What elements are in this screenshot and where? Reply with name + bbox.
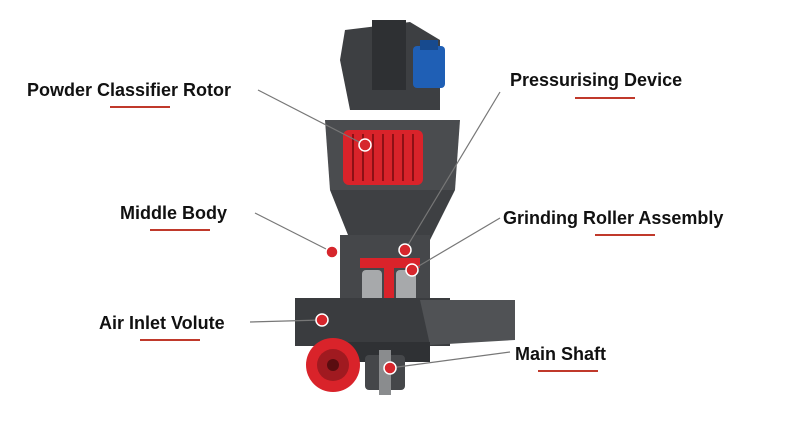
underline-powder-classifier-rotor — [110, 106, 170, 108]
label-main-shaft: Main Shaft — [515, 344, 607, 364]
marker-grinding-roller-assembly — [405, 263, 419, 277]
top-duct — [372, 20, 406, 90]
leader-grinding-roller-assembly — [411, 217, 501, 271]
leader-lines — [249, 89, 511, 369]
leader-main-shaft — [389, 351, 511, 369]
marker-main-shaft — [383, 361, 397, 375]
leader-middle-body — [254, 212, 333, 253]
label-middle-body: Middle Body — [120, 203, 227, 223]
leader-pressurising-device — [404, 91, 501, 251]
motor-fan — [420, 40, 438, 50]
underline-grinding-roller-assembly — [595, 234, 655, 236]
leader-powder-classifier-rotor — [257, 89, 366, 146]
marker-pressurising-device — [398, 243, 412, 257]
roller-arm — [384, 262, 394, 318]
marker-powder-classifier-rotor — [358, 138, 372, 152]
drive-wheel-hub — [327, 359, 339, 371]
air-inlet-duct — [420, 300, 515, 345]
middle-body-cone — [330, 190, 455, 240]
underline-pressurising-device — [575, 97, 635, 99]
label-powder-classifier-rotor: Powder Classifier Rotor — [27, 80, 232, 100]
underline-middle-body — [150, 229, 210, 231]
label-grinding-roller-assembly: Grinding Roller Assembly — [503, 208, 724, 228]
underline-main-shaft — [538, 370, 598, 372]
callout-markers — [315, 138, 419, 375]
label-air-inlet-volute: Air Inlet Volute — [99, 313, 225, 333]
underline-air-inlet-volute — [140, 339, 200, 341]
leader-air-inlet-volute — [249, 319, 323, 323]
motor-body — [413, 46, 445, 88]
marker-middle-body — [325, 245, 339, 259]
label-pressurising-device: Pressurising Device — [510, 70, 683, 90]
marker-air-inlet-volute — [315, 313, 329, 327]
